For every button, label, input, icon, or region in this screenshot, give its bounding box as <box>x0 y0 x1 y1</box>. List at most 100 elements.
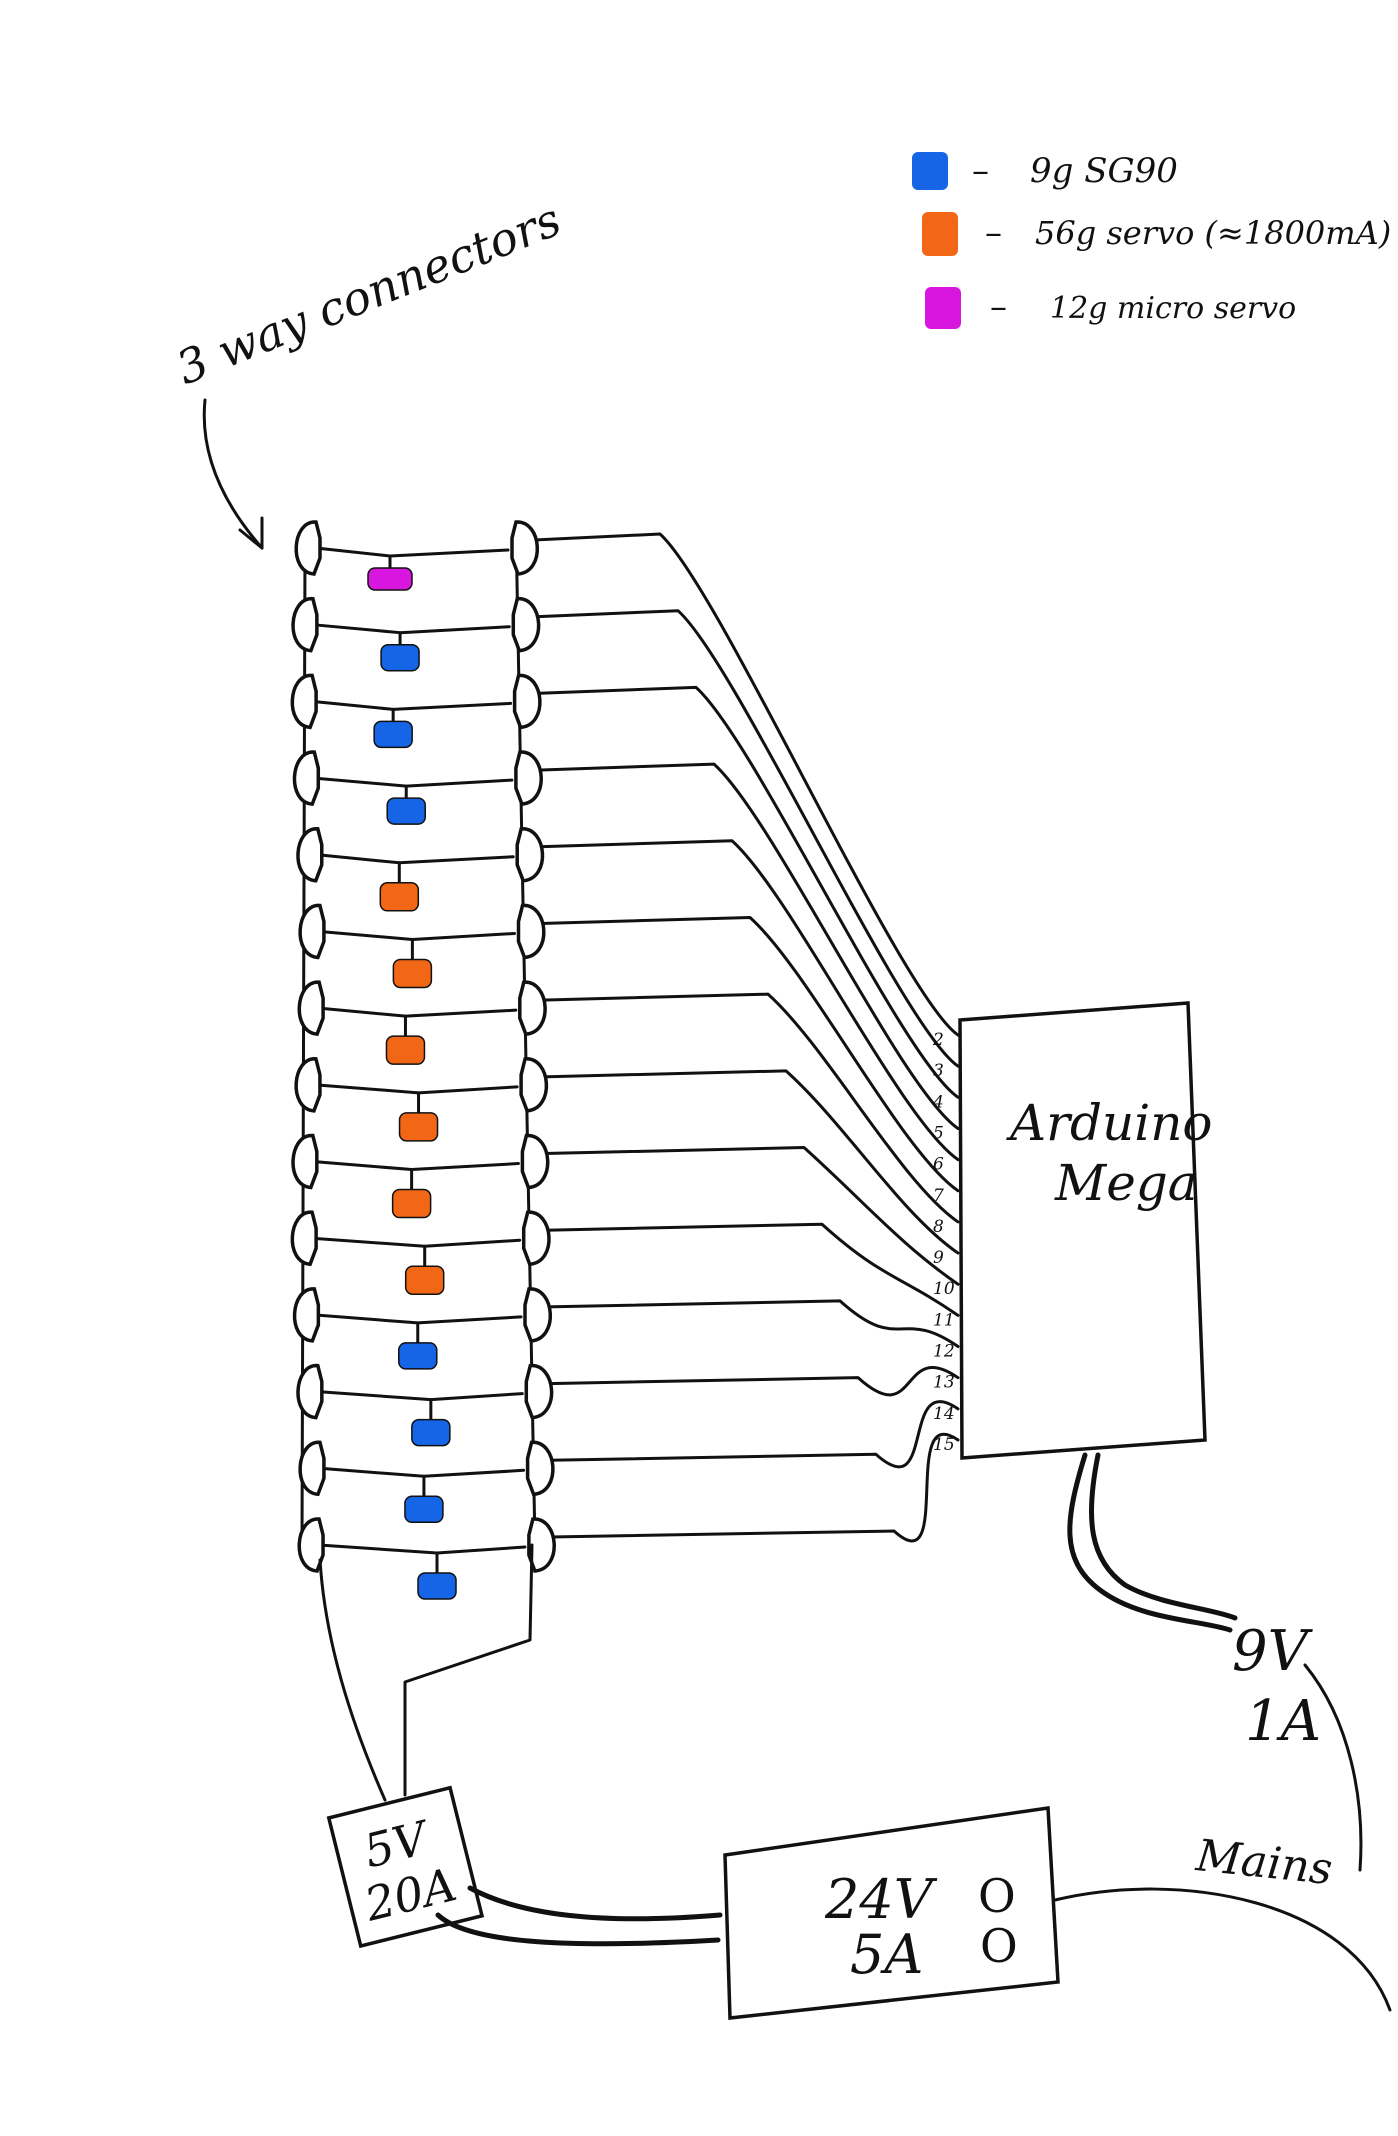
left-3way-connector <box>291 1133 319 1190</box>
right-3way-connector <box>516 903 546 960</box>
psu-24v-terminal-top: O <box>978 1869 1016 1923</box>
right-3way-connector <box>515 827 545 883</box>
servo-56g <box>379 882 420 912</box>
legend: – 9g SG90 – 56g servo (≈1800mA) – 12g mi… <box>912 151 1391 329</box>
arduino-supply-current: 1A <box>1245 1689 1321 1754</box>
right-3way-connector <box>524 1363 554 1420</box>
servo-bus-wire <box>310 699 513 711</box>
right-3way-connector <box>512 673 542 730</box>
servo-56g <box>392 958 433 989</box>
servo-56g <box>391 1188 432 1219</box>
arduino-pin-label: 4 <box>932 1092 944 1112</box>
mains-wire <box>1053 1887 1392 2012</box>
servo-bus-wire <box>318 929 516 941</box>
arduino-pin-label: 8 <box>933 1217 944 1237</box>
servo-bus-wire <box>316 853 515 865</box>
signal-wire <box>540 992 960 1224</box>
mains-label: Mains <box>1193 1830 1335 1895</box>
arduino-pin-label: 7 <box>933 1186 944 1206</box>
psu-24v-current: 5A <box>850 1923 923 1986</box>
signal-wire <box>549 1432 960 1543</box>
servo-sg90 <box>417 1572 457 1600</box>
arduino-name-line1: Arduino <box>1006 1094 1213 1152</box>
legend-dash: – <box>990 287 1007 327</box>
psu-24v-5a: 24V 5A O O <box>723 1805 1060 2020</box>
servo-bus-wire <box>316 1390 524 1402</box>
left-3way-connector <box>291 596 319 653</box>
left-3way-connector <box>292 750 321 806</box>
arduino-pin-label: 14 <box>933 1404 955 1424</box>
left-3way-connector <box>294 1057 322 1113</box>
signal-wire <box>548 1400 960 1469</box>
servo-bus-wire <box>312 776 514 788</box>
arduino-supply-cable <box>1067 1452 1238 1633</box>
servo-micro <box>367 567 413 591</box>
left-3way-connector <box>297 980 325 1036</box>
psu-5v-20a: 5V 20A <box>326 1785 485 1949</box>
right-3way-connector <box>514 750 543 806</box>
arduino-name-line2: Mega <box>1054 1154 1198 1212</box>
legend-swatch-micro-servo <box>925 287 961 329</box>
servo-bus-wire <box>314 1083 519 1095</box>
signal-wires <box>300 526 960 1575</box>
right-3way-connector <box>523 1287 553 1343</box>
servo-bus-wire <box>317 1543 527 1555</box>
signal-wire <box>537 839 960 1162</box>
right-3way-connector <box>521 1210 551 1267</box>
connectors-arrow <box>202 398 264 550</box>
signal-wire <box>533 609 960 1068</box>
arduino-pin-label: 13 <box>933 1373 955 1393</box>
signal-wire <box>545 1299 960 1349</box>
arduino-pin-label: 5 <box>933 1123 944 1143</box>
right-connector-column <box>510 520 556 1573</box>
servo-sg90 <box>386 797 426 825</box>
legend-dash: – <box>985 213 1002 253</box>
signal-wire <box>542 1146 960 1286</box>
legend-label-56g-servo: 56g servo (≈1800mA) <box>1035 214 1391 252</box>
connectors-label: 3 way connectors <box>169 192 568 395</box>
arduino-pin-label: 10 <box>933 1279 955 1299</box>
left-3way-connector <box>290 673 318 730</box>
left-3way-connector <box>292 1287 321 1343</box>
legend-label-micro-servo: 12g micro servo <box>1050 291 1296 326</box>
arduino-supply-voltage: 9V <box>1232 1619 1314 1684</box>
right-3way-connector <box>511 596 541 653</box>
arduino-pin-label: 3 <box>933 1061 944 1081</box>
left-3way-connector <box>298 1440 326 1497</box>
arduino-pin-label: 9 <box>933 1248 944 1268</box>
left-3way-connector <box>296 1363 324 1420</box>
arduino-pin-label: 15 <box>933 1435 955 1455</box>
servo-column <box>367 567 457 1600</box>
signal-wire <box>536 762 960 1130</box>
legend-dash: – <box>972 151 989 191</box>
psu-24v-terminal-bottom: O <box>980 1919 1018 1973</box>
servo-bus-wire <box>314 546 510 558</box>
signal-wire <box>539 915 960 1193</box>
left-3way-connector <box>298 903 326 960</box>
servo-sg90 <box>411 1418 451 1447</box>
servo-56g <box>385 1035 426 1065</box>
signal-wire <box>532 532 960 1037</box>
right-3way-connector <box>525 1440 555 1497</box>
arduino-pin-label: 2 <box>932 1030 944 1050</box>
legend-swatch-56g-servo <box>922 212 958 256</box>
right-3way-connector <box>520 1133 550 1190</box>
servo-56g <box>398 1112 439 1142</box>
psu-24v-voltage: 24V <box>824 1868 938 1931</box>
signal-wire <box>541 1069 960 1255</box>
left-3way-connector <box>290 1210 318 1267</box>
servo-56g <box>404 1265 445 1295</box>
servo-bus-wire <box>318 1466 526 1478</box>
left-3way-connector <box>296 827 324 883</box>
arduino-pin-label: 11 <box>933 1310 955 1330</box>
left-3way-connector <box>294 520 322 576</box>
servo-sg90 <box>398 1342 438 1370</box>
right-3way-connector <box>519 1057 549 1113</box>
legend-swatch-sg90 <box>912 152 948 190</box>
arduino-pin-label: 6 <box>933 1155 944 1175</box>
right-3way-connector <box>518 980 547 1036</box>
servo-bus-wire <box>317 1006 518 1018</box>
